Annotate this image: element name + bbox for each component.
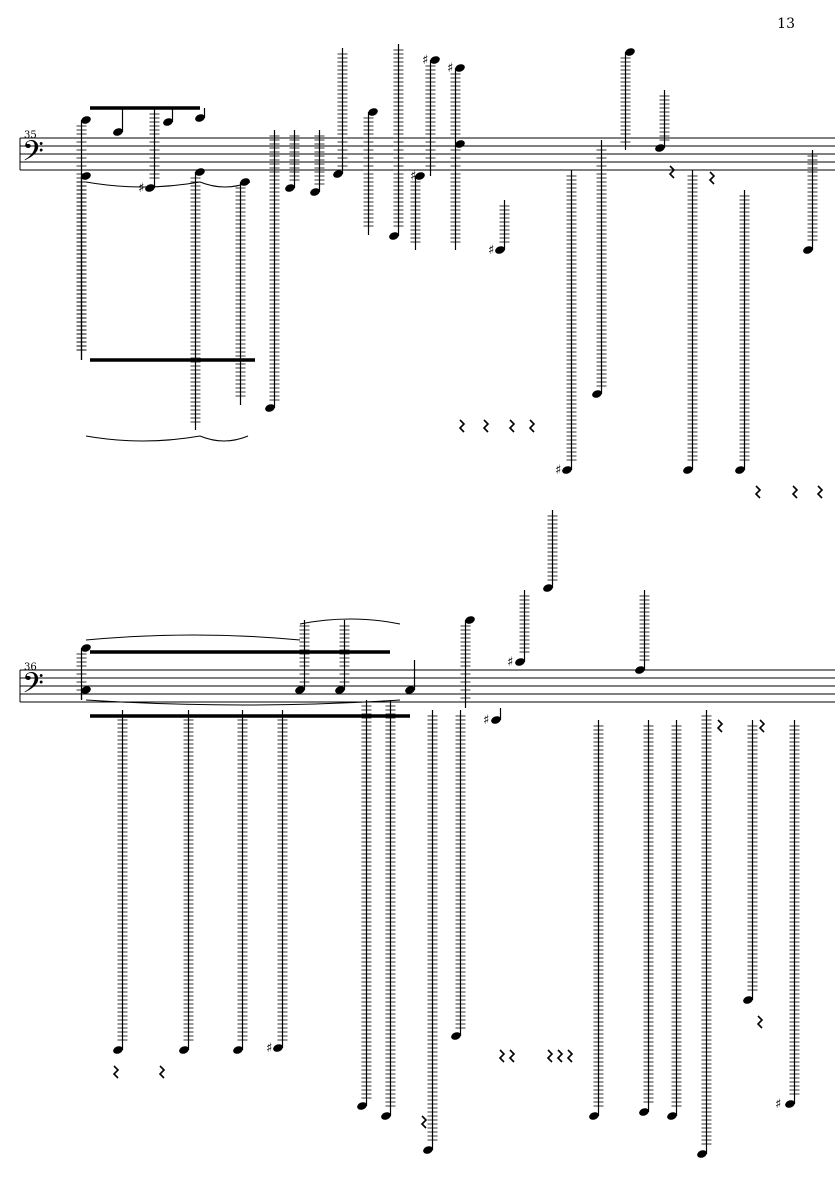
tie [85, 435, 201, 442]
notehead [635, 666, 645, 674]
notation-system-1: ♯ ♯ ♯ ♯ ♯ ♯ [76, 44, 824, 499]
notehead [683, 466, 693, 474]
tie [85, 699, 401, 706]
notehead [465, 616, 475, 624]
rest-icon [754, 485, 762, 499]
rest-icon [508, 419, 516, 433]
notehead [273, 1044, 283, 1052]
notehead [625, 48, 635, 56]
notehead [195, 168, 205, 176]
notehead [368, 108, 378, 116]
notehead [163, 118, 173, 126]
notehead [455, 140, 465, 148]
rest-icon [158, 1065, 166, 1079]
rest-icon [708, 171, 716, 185]
sharp-icon: ♯ [422, 53, 428, 68]
rest-icon [668, 165, 676, 179]
notehead [381, 1112, 391, 1120]
tie [199, 181, 251, 188]
sharp-icon: ♯ [138, 181, 144, 196]
notehead [515, 658, 525, 666]
sharp-icon: ♯ [266, 1041, 272, 1056]
notehead [655, 144, 665, 152]
rest-icon [566, 1049, 574, 1063]
tie [199, 435, 249, 442]
sharp-icon: ♯ [483, 713, 489, 728]
notehead [233, 1046, 243, 1054]
rest-icon [482, 419, 490, 433]
notehead [179, 1046, 189, 1054]
rest-icon [791, 485, 799, 499]
notehead [785, 1100, 795, 1108]
notehead [285, 184, 295, 192]
notehead [803, 246, 813, 254]
notehead [335, 686, 345, 694]
notehead [423, 1146, 433, 1154]
rest-icon [112, 1065, 120, 1079]
notehead [113, 128, 123, 136]
rest-icon [758, 719, 766, 733]
sharp-icon: ♯ [775, 1097, 781, 1112]
notehead [405, 686, 415, 694]
notehead [81, 644, 91, 652]
rest-icon [528, 419, 536, 433]
tie [85, 634, 301, 641]
rest-icon [816, 485, 824, 499]
notehead [145, 184, 155, 192]
notehead [295, 686, 305, 694]
notehead [389, 232, 399, 240]
notehead [589, 1112, 599, 1120]
notehead [639, 1108, 649, 1116]
measure-number-36: 36 [24, 662, 37, 673]
notehead [430, 56, 440, 64]
notehead [451, 1032, 461, 1040]
tie [299, 618, 401, 625]
notehead [667, 1112, 677, 1120]
sharp-icon: ♯ [410, 169, 416, 184]
sharp-icon: ♯ [507, 655, 513, 670]
notehead [81, 116, 91, 124]
rest-icon [556, 1049, 564, 1063]
notation-system-2: ♯ ♯ ♯ ♯ [76, 510, 800, 1158]
tie [85, 181, 201, 188]
rest-icon [458, 419, 466, 433]
rest-icon [716, 719, 724, 733]
notehead [357, 1102, 367, 1110]
rest-icon [546, 1049, 554, 1063]
staff-system-2 [19, 669, 835, 703]
notehead [562, 466, 572, 474]
notehead [735, 466, 745, 474]
notehead [415, 172, 425, 180]
bass-clef-icon: 𝄢 [22, 135, 44, 175]
notehead [333, 170, 343, 178]
notehead [697, 1150, 707, 1158]
rest-icon [508, 1049, 516, 1063]
page-number: 13 [777, 16, 795, 32]
rest-icon [756, 1015, 764, 1029]
sharp-icon: ♯ [555, 463, 561, 478]
rest-icon [420, 1115, 428, 1129]
notehead [240, 178, 250, 186]
notehead [310, 188, 320, 196]
notehead [495, 246, 505, 254]
measure-number-35: 35 [24, 130, 37, 141]
notehead [743, 996, 753, 1004]
notehead [455, 64, 465, 72]
sharp-icon: ♯ [488, 243, 494, 258]
notehead [592, 390, 602, 398]
notehead [81, 172, 91, 180]
notehead [491, 716, 501, 724]
notehead [81, 686, 91, 694]
notehead [543, 584, 553, 592]
notehead [195, 114, 205, 122]
sharp-icon: ♯ [447, 61, 453, 76]
rest-icon [498, 1049, 506, 1063]
notehead [265, 404, 275, 412]
notehead [113, 1046, 123, 1054]
bass-clef-icon: 𝄢 [22, 667, 44, 707]
